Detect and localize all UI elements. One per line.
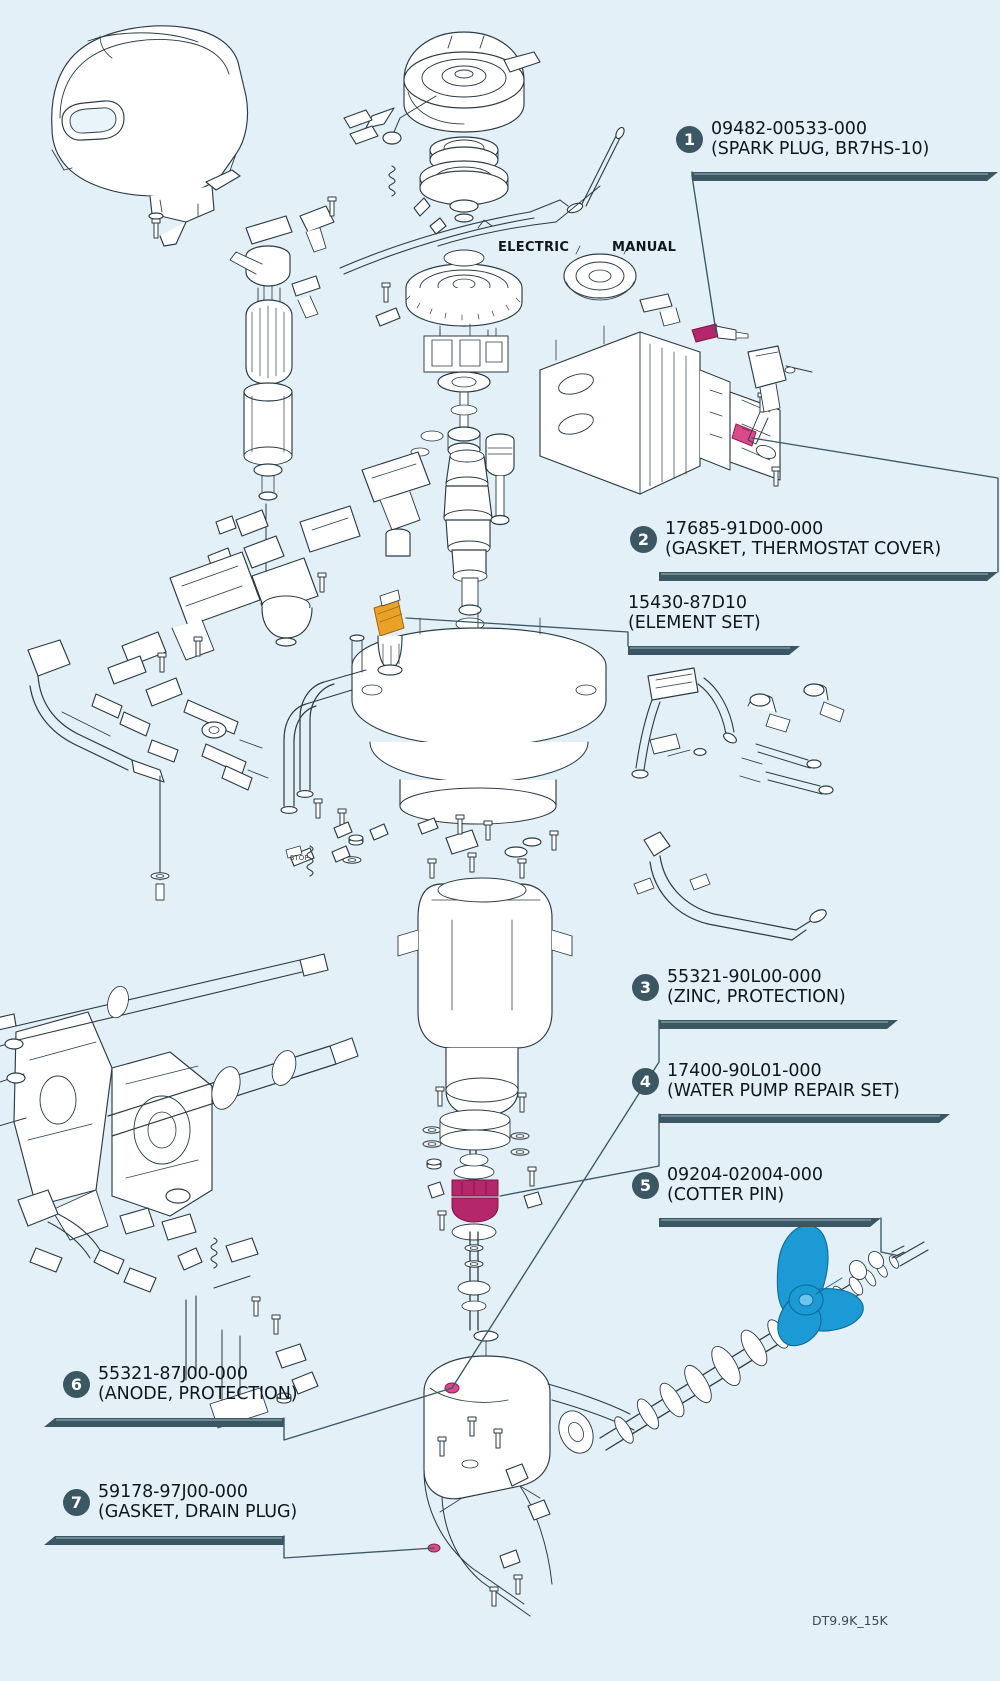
callout-6-bar [44, 1418, 284, 1427]
callout-2-bar-highlight [661, 573, 988, 575]
callout-5-bar [659, 1218, 881, 1227]
piston-conrod [410, 430, 515, 526]
exhaust-water-tubes [280, 669, 367, 814]
gearcase-body [423, 1330, 553, 1617]
callout-4-description: (WATER PUMP REPAIR SET) [667, 1081, 900, 1102]
callout-element-set[interactable]: 15430-87D10 (ELEMENT SET) [628, 593, 761, 634]
tilt-lever [17, 1188, 191, 1293]
tiller-handle [27, 639, 179, 783]
callout-6-part-number: 55321-87J00-000 [98, 1364, 248, 1384]
callout-element-set-description: (ELEMENT SET) [628, 613, 761, 634]
gearcase-details [439, 1459, 541, 1607]
flywheel-magneto [405, 263, 523, 345]
water-pump-housing [439, 1109, 511, 1151]
callout-2-part-number: 17685-91D00-000 [665, 519, 824, 539]
small-hardware-cluster: STOP [285, 798, 559, 877]
cylinder-block [539, 325, 731, 495]
steering-links [150, 699, 269, 901]
callout-7[interactable]: 7 59178-97J00-000 (GASKET, DRAIN PLUG) [63, 1482, 297, 1523]
callout-4-part-number: 17400-90L01-000 [667, 1061, 822, 1081]
callout-5-badge: 5 [632, 1171, 659, 1199]
callout-4-bar [659, 1114, 950, 1123]
callout-1-bar [692, 172, 998, 181]
callout-5-part-number: 09204-02004-000 [667, 1165, 823, 1185]
callout-5-description: (COTTER PIN) [667, 1185, 785, 1206]
callout-7-description: (GASKET, DRAIN PLUG) [98, 1502, 298, 1523]
callout-7-badge: 7 [63, 1488, 90, 1516]
callout-element-set-bar [628, 646, 800, 655]
callout-6[interactable]: 6 55321-87J00-000 (ANODE, PROTECTION) [63, 1364, 298, 1405]
ignition-brackets [291, 196, 401, 327]
callout-1-part-number: 09482-00533-000 [711, 119, 867, 139]
callout-element-set-part-number: 15430-87D10 [628, 593, 747, 613]
callout-2-bar [659, 572, 998, 581]
intake-manifold [107, 551, 261, 707]
callout-4[interactable]: 4 17400-90L01-000 (WATER PUMP REPAIR SET… [632, 1061, 900, 1102]
starter-small-parts [343, 109, 447, 235]
callout-4-badge: 4 [632, 1067, 659, 1095]
callout-1-badge: 1 [676, 125, 703, 153]
callout-7-bar-highlight [56, 1537, 282, 1539]
callout-element-set-bar-highlight [630, 647, 790, 649]
callout-2[interactable]: 2 17685-91D00-000 (GASKET, THERMOSTAT CO… [630, 519, 941, 560]
wiring-harness [631, 667, 737, 779]
engine-holder [351, 611, 607, 825]
clamp-bracket [0, 1011, 213, 1241]
prop-nut-cluster [848, 1245, 905, 1280]
callout-1-bar-highlight [694, 173, 988, 175]
callout-3-bar-highlight [661, 1021, 888, 1023]
starter-pulley-stack [419, 136, 509, 223]
callout-4-bar-highlight [661, 1115, 940, 1117]
electric-manual-option-parts [443, 245, 637, 301]
callout-3-description: (ZINC, PROTECTION) [667, 987, 846, 1008]
crankshaft-assembly [443, 391, 493, 643]
throttle-cable [339, 126, 625, 275]
sublabel-manual: MANUAL [612, 240, 677, 255]
callout-2-badge: 2 [630, 525, 657, 553]
callout-3-part-number: 55321-90L00-000 [667, 967, 822, 987]
callout-5-bar-highlight [661, 1219, 871, 1221]
ignition-coil-assembly [423, 323, 509, 393]
drive-shaft-housing [397, 852, 573, 1117]
wiring-connectors [739, 683, 845, 795]
callout-6-bar-highlight [56, 1419, 282, 1421]
callout-3[interactable]: 3 55321-90L00-000 (ZINC, PROTECTION) [632, 967, 846, 1008]
callout-6-badge: 6 [63, 1370, 90, 1398]
callout-3-bar [659, 1020, 898, 1029]
cowling-bracket [148, 169, 241, 247]
tilt-tube-rods [0, 953, 359, 1137]
propeller [776, 1224, 864, 1347]
carburetor-assembly [207, 451, 431, 647]
spark-plug-part [639, 293, 749, 343]
element-set-filter [349, 589, 405, 676]
callout-7-bar [44, 1536, 284, 1545]
callout-6-description: (ANODE, PROTECTION) [98, 1384, 298, 1405]
starter-motor [229, 215, 293, 608]
driveshaft-small-parts [422, 1086, 543, 1231]
battery-cable [633, 831, 827, 941]
engine-cowling [51, 25, 249, 197]
callout-3-badge: 3 [632, 973, 659, 1001]
gearcase-driveshaft [451, 1119, 499, 1331]
propeller-shaft-assembly [547, 1241, 929, 1454]
callout-7-part-number: 59178-97J00-000 [98, 1482, 248, 1502]
callout-1-description: (SPARK PLUG, BR7HS-10) [711, 139, 930, 160]
callout-5[interactable]: 5 09204-02004-000 (COTTER PIN) [632, 1165, 823, 1206]
model-code-watermark: DT9.9K_15K [812, 1613, 888, 1628]
ignition-coil-right [747, 345, 813, 445]
callout-2-description: (GASKET, THERMOSTAT COVER) [665, 539, 942, 560]
callout-1[interactable]: 1 09482-00533-000 (SPARK PLUG, BR7HS-10) [676, 119, 929, 160]
recoil-starter [365, 31, 541, 145]
sublabel-electric: ELECTRIC [498, 240, 570, 255]
svg-text:STOP: STOP [290, 854, 308, 862]
